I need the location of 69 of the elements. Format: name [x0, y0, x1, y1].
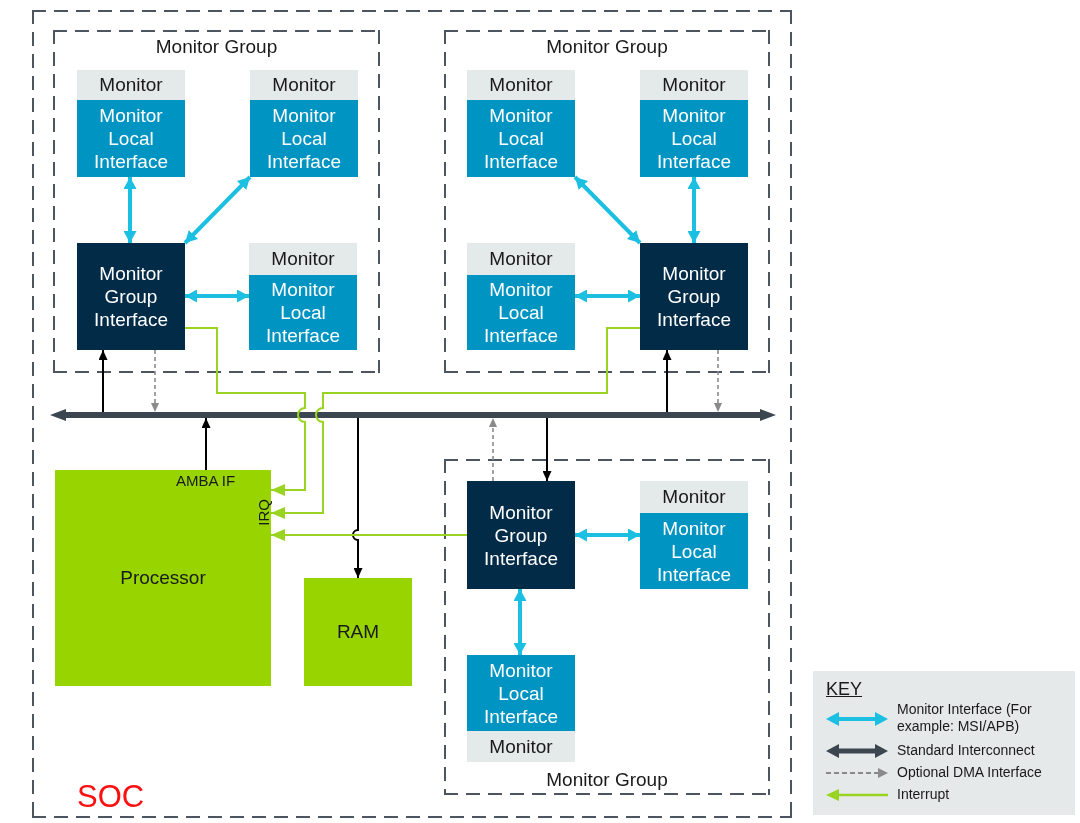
- block-label: RAM: [336, 621, 380, 643]
- arrow: [714, 349, 722, 413]
- processor-block: [55, 470, 271, 686]
- monitor-header: Monitor: [249, 243, 357, 275]
- double-arrow: [183, 175, 252, 245]
- block-label: Processor: [120, 567, 206, 589]
- interface-label: Monitor Group Interface: [656, 262, 732, 331]
- arrow: [489, 417, 497, 482]
- interface-label: Monitor Local Interface: [483, 104, 559, 173]
- legend-title: KEY: [826, 679, 863, 699]
- monitor-header: Monitor: [467, 70, 575, 100]
- legend-label: Monitor Interface (For example: MSI/APB): [897, 701, 1033, 735]
- monitor-block: [640, 70, 748, 177]
- monitor-header: Monitor: [640, 481, 748, 513]
- monitor-header: Monitor: [467, 731, 575, 762]
- arrow: [98, 349, 108, 413]
- double-arrow: [575, 289, 640, 303]
- port-label: AMBA IF: [176, 472, 236, 489]
- group-title: Monitor Group: [546, 769, 668, 791]
- legend-label: Optional DMA Interface: [897, 764, 1043, 781]
- bus-bar: [50, 409, 776, 421]
- interface-label: Monitor Local Interface: [483, 278, 559, 347]
- monitor-block: [467, 70, 575, 177]
- double-arrow: [123, 177, 137, 243]
- monitor-block: [467, 655, 575, 762]
- double-arrow: [513, 589, 527, 655]
- monitor-header: Monitor: [77, 70, 185, 100]
- interface-label: Monitor Local Interface: [265, 278, 341, 347]
- interface-label: Monitor Local Interface: [93, 104, 169, 173]
- interface-block: [77, 243, 185, 350]
- interface-block: [640, 243, 748, 350]
- soc-label: SOC: [77, 780, 145, 814]
- group-frame: [53, 30, 380, 373]
- port-label: IRQ: [255, 499, 272, 526]
- arrow: [542, 417, 552, 482]
- legend-label: Interrupt: [897, 786, 951, 803]
- group-frame: [444, 459, 770, 795]
- monitor-header: Monitor: [250, 70, 358, 100]
- interface-label: Monitor Local Interface: [656, 516, 732, 586]
- legend-label: Standard Interconnect: [897, 742, 1036, 759]
- monitor-block: [640, 481, 748, 589]
- group-title: Monitor Group: [155, 36, 278, 58]
- monitor-block: [77, 70, 185, 177]
- monitor-header: Monitor: [640, 70, 748, 100]
- double-arrow: [573, 175, 642, 245]
- monitor-block: [250, 70, 358, 177]
- interface-label: Monitor Group Interface: [483, 500, 559, 570]
- monitor-block: [249, 243, 357, 350]
- group-frame: [444, 30, 770, 373]
- arrow: [270, 529, 468, 541]
- interface-label: Monitor Local Interface: [656, 104, 732, 173]
- monitor-block: [467, 243, 575, 350]
- arrow: [270, 327, 641, 519]
- double-arrow: [185, 289, 249, 303]
- interface-block: [467, 481, 575, 589]
- double-arrow: [575, 528, 640, 542]
- group-title: Monitor Group: [546, 36, 668, 58]
- monitor-header: Monitor: [467, 243, 575, 275]
- interface-label: Monitor Group Interface: [93, 262, 169, 331]
- arrow: [352, 417, 363, 579]
- interface-label: Monitor Local Interface: [266, 104, 342, 173]
- interface-label: Monitor Local Interface: [483, 658, 559, 728]
- arrow: [184, 327, 306, 496]
- arrow: [151, 349, 159, 413]
- arrow: [201, 417, 211, 471]
- arrow: [662, 349, 672, 413]
- soc-frame: [32, 10, 792, 818]
- memory-block: [304, 578, 412, 686]
- double-arrow: [687, 177, 701, 243]
